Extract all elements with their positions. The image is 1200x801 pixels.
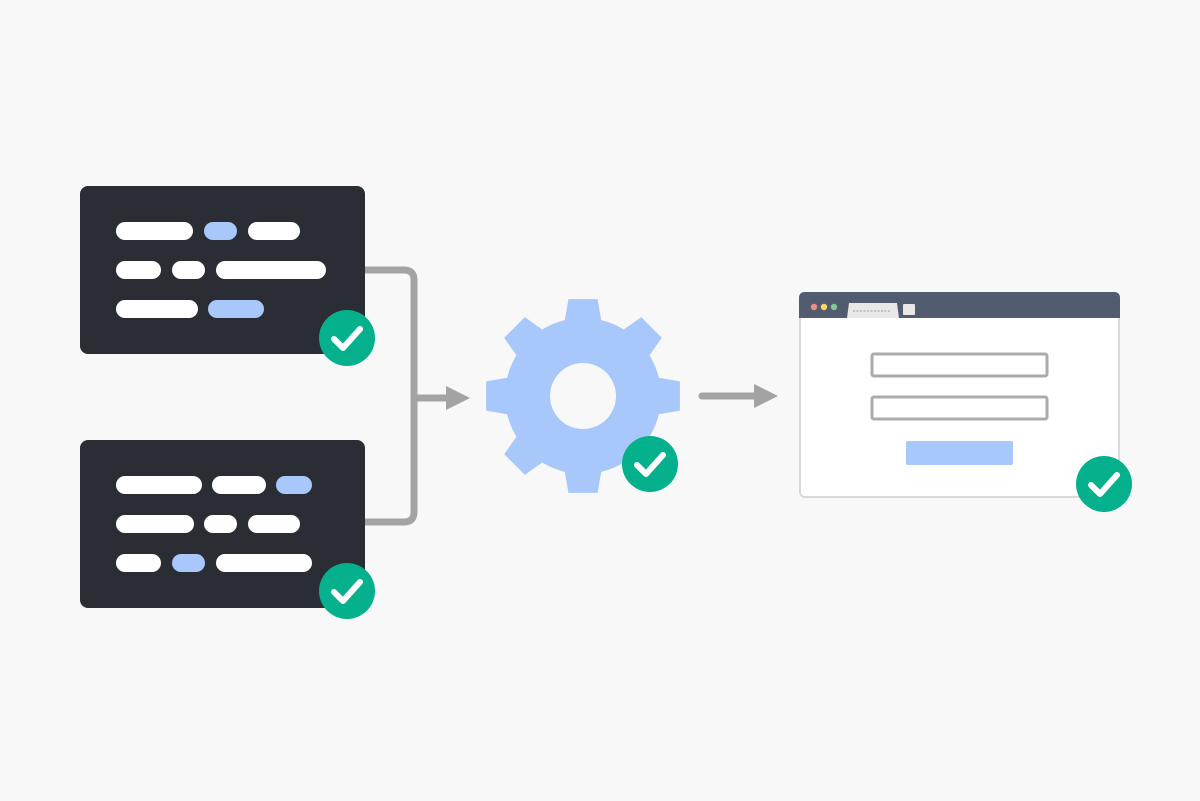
browser-tab bbox=[847, 303, 899, 318]
code-token bbox=[116, 300, 198, 318]
check-circle-icon bbox=[622, 436, 678, 492]
connector-arrowhead-2 bbox=[754, 384, 778, 408]
code-token bbox=[216, 554, 312, 572]
code-token bbox=[116, 261, 161, 279]
browser-titlebar bbox=[799, 292, 1120, 318]
code-token bbox=[116, 476, 202, 494]
check-badge bbox=[319, 310, 375, 366]
window-dot-yellow bbox=[820, 303, 828, 311]
code-token bbox=[172, 261, 205, 279]
code-token bbox=[248, 515, 300, 533]
code-token-highlight bbox=[208, 300, 264, 318]
check-badge bbox=[1076, 456, 1132, 512]
code-panel-top bbox=[80, 186, 365, 354]
merge-connector bbox=[362, 266, 418, 526]
form-input-1 bbox=[870, 352, 1049, 378]
code-token bbox=[216, 261, 326, 279]
check-mark bbox=[331, 326, 363, 351]
check-circle-icon bbox=[319, 563, 375, 619]
window-dot-red bbox=[810, 303, 818, 311]
check-mark bbox=[634, 452, 666, 477]
check-badge bbox=[319, 563, 375, 619]
form-submit-button bbox=[906, 441, 1013, 465]
check-badge bbox=[622, 436, 678, 492]
connector-arrowhead-1 bbox=[446, 386, 470, 410]
check-circle-icon bbox=[1076, 456, 1132, 512]
check-circle-icon bbox=[319, 310, 375, 366]
code-token bbox=[204, 515, 237, 533]
code-token bbox=[212, 476, 266, 494]
code-token-highlight bbox=[204, 222, 237, 240]
code-token bbox=[248, 222, 300, 240]
window-dot-green bbox=[830, 303, 838, 311]
code-panel-bottom bbox=[80, 440, 365, 608]
code-token bbox=[116, 515, 194, 533]
check-mark bbox=[331, 579, 363, 604]
code-token bbox=[116, 222, 193, 240]
form-input-2 bbox=[870, 395, 1049, 421]
code-token-highlight bbox=[276, 476, 312, 494]
code-token-highlight bbox=[172, 554, 205, 572]
code-token bbox=[116, 554, 161, 572]
check-mark bbox=[1088, 472, 1120, 497]
new-tab-icon bbox=[903, 304, 915, 315]
browser-window-icon bbox=[799, 292, 1120, 498]
browser-body bbox=[799, 292, 1120, 498]
